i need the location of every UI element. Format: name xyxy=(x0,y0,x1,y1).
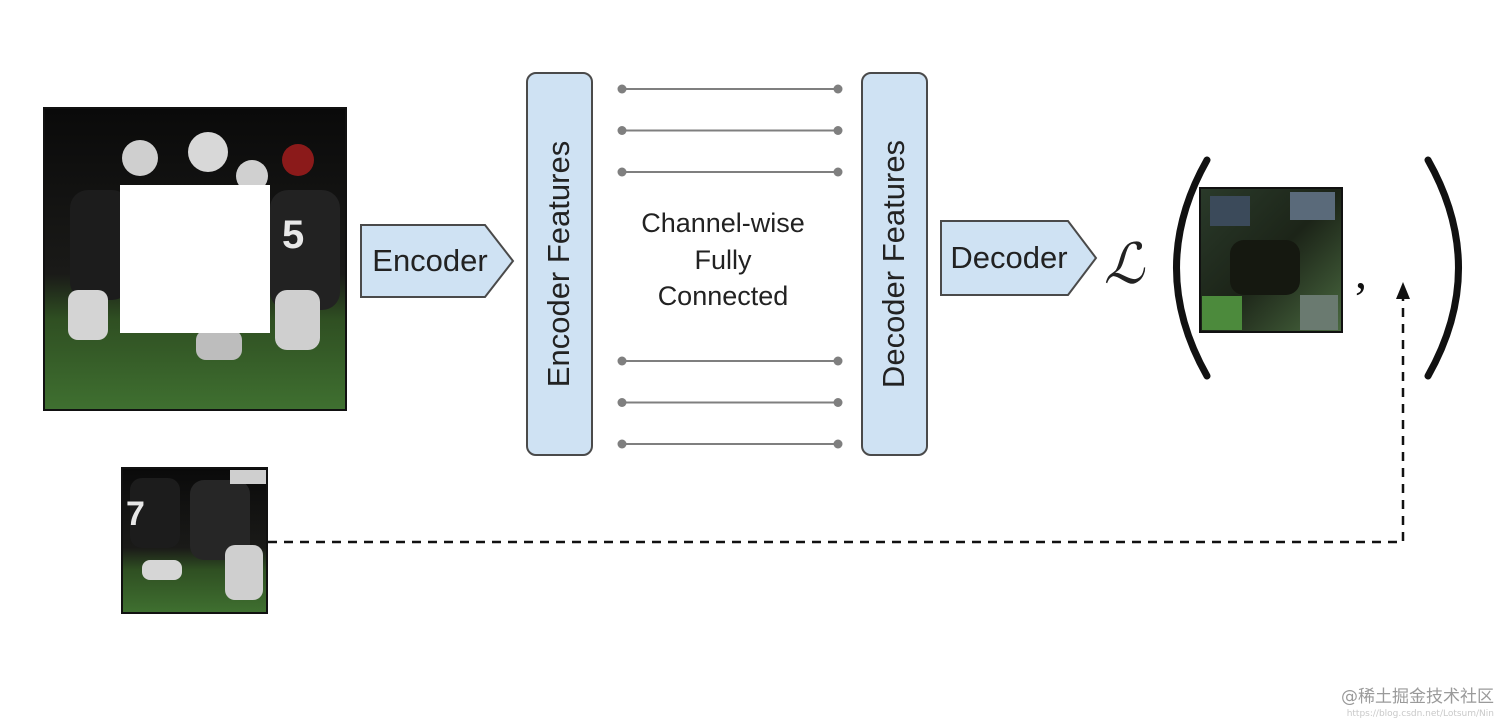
encoder-features-label: Encoder Features xyxy=(541,141,576,387)
fc-connection-node xyxy=(617,167,627,177)
fc-connection-node xyxy=(833,439,843,449)
watermark-url: https://blog.csdn.net/Lotsum/Nin xyxy=(1346,709,1494,719)
encoder-block: Encoder xyxy=(360,224,515,298)
comma: , xyxy=(1355,246,1367,299)
open-parenthesis xyxy=(1173,156,1211,380)
fc-label-line2: Fully xyxy=(694,245,752,275)
decoder-label: Decoder xyxy=(950,240,1067,275)
ground-truth-patch: 7 xyxy=(121,467,268,614)
svg-text:5: 5 xyxy=(282,213,304,257)
fc-label-line1: Channel-wise xyxy=(641,208,805,238)
channel-wise-fc-label: Channel-wise Fully Connected xyxy=(641,208,805,311)
arrowhead xyxy=(1396,282,1410,299)
channel-wise-connections xyxy=(617,84,843,449)
fc-connection-node xyxy=(617,439,627,449)
decoder-features-label: Decoder Features xyxy=(876,140,911,388)
watermark: @稀土掘金技术社区 xyxy=(1341,687,1494,707)
fc-connection-node xyxy=(833,398,843,407)
fc-connection-node xyxy=(617,84,627,94)
ground-truth-arrow xyxy=(268,282,1410,544)
masked-input-image: 5 xyxy=(43,107,347,411)
reconstructed-patch xyxy=(1199,187,1343,333)
fc-connection-node xyxy=(833,84,843,94)
close-parenthesis xyxy=(1424,156,1462,380)
fc-label-line3: Connected xyxy=(658,281,789,311)
svg-text:7: 7 xyxy=(126,495,145,533)
fc-connection-node xyxy=(617,126,627,135)
decoder-features-block: Decoder Features xyxy=(861,72,928,456)
center-mask xyxy=(120,185,270,333)
loss-symbol: ℒ xyxy=(1104,232,1146,297)
fc-connection-node xyxy=(833,126,843,135)
fc-connection-node xyxy=(833,356,843,366)
encoder-label: Encoder xyxy=(372,243,487,278)
fc-connection-node xyxy=(617,356,627,366)
decoder-block: Decoder xyxy=(940,220,1098,296)
fc-connection-node xyxy=(617,398,627,407)
encoder-features-block: Encoder Features xyxy=(526,72,593,456)
fc-connection-node xyxy=(833,167,843,177)
